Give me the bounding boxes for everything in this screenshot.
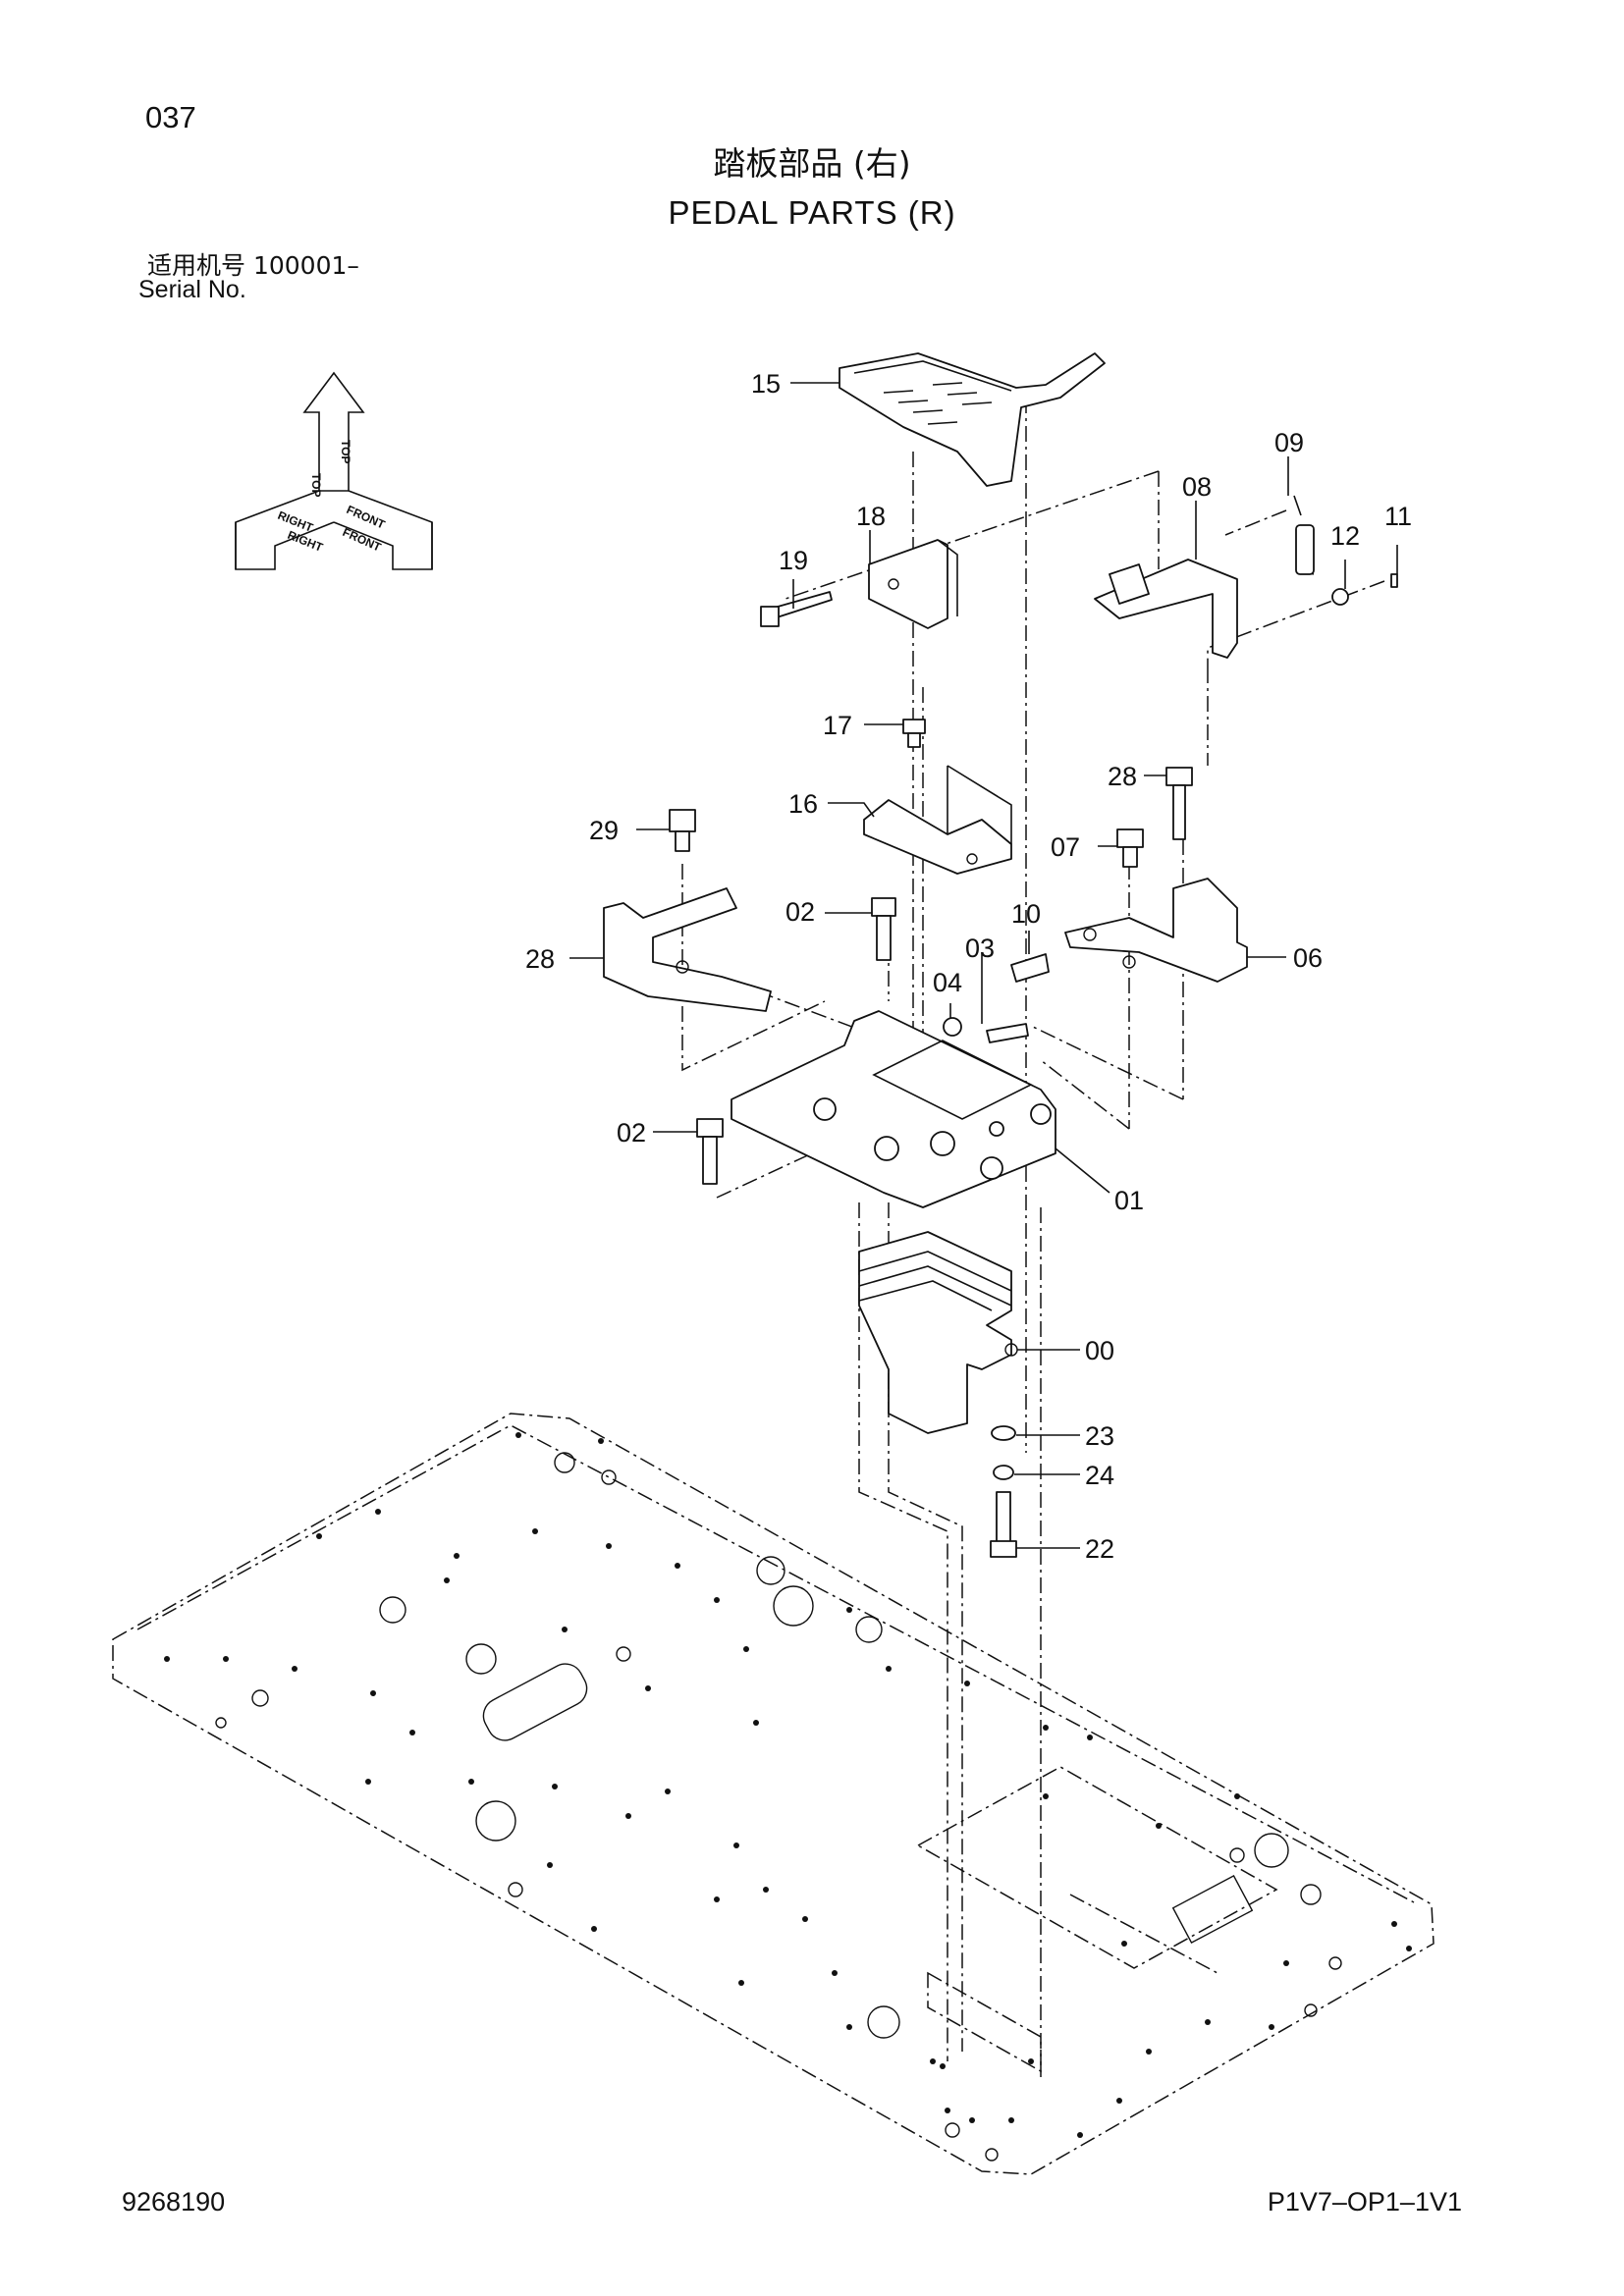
part-label: 17 [823,711,852,740]
sheet-code: P1V7–OP1–1V1 [1267,2187,1462,2216]
title-chinese: 踏板部品 (右) [713,144,911,183]
part-18-bracket [868,539,958,629]
part-label: 22 [1085,1534,1114,1564]
part-04-nut [943,1017,962,1037]
part-label: 12 [1330,521,1360,551]
floor-plate [112,1413,1435,2175]
part-02-bolt-upper [871,897,896,961]
part-07-bolt [1116,828,1144,868]
part-label: 02 [785,897,815,927]
part-23-washer [991,1425,1016,1441]
part-17-bolt [902,719,926,748]
part-12-washer [1331,588,1349,606]
part-09-spring [1293,495,1315,575]
part-label: 04 [933,968,962,997]
part-02-bolt-lower [696,1118,724,1185]
part-label: 10 [1011,899,1041,929]
part-11-pin [1390,573,1398,588]
assembly-lines [681,398,1385,2081]
part-label: 28 [1108,762,1137,791]
part-27-bolt [1165,767,1193,840]
part-label: 16 [788,789,818,819]
part-19-bolt [760,591,833,627]
part-label: 09 [1274,428,1304,457]
part-08-lever [1094,559,1238,659]
part-label: 15 [751,369,781,399]
part-label: 28 [525,944,555,974]
serial-number-english: Serial No. [138,276,246,303]
part-00-pedal-valve [858,1231,1018,1434]
part-01-base-plate [731,1010,1056,1208]
part-10-bushing [1010,953,1050,983]
part-15-pedal [839,352,1106,487]
leader-lines [569,382,1398,1549]
part-label: 02 [617,1118,646,1148]
part-03-bolt [986,1023,1029,1043]
part-label: 06 [1293,943,1323,973]
serial-number-chinese: 适用机号 100001– [147,251,359,280]
part-28-bracket [603,887,772,1012]
part-label: 01 [1114,1186,1144,1215]
part-label: 18 [856,502,886,531]
part-22-bolt [990,1491,1017,1558]
part-label: 29 [589,816,619,845]
part-label: 11 [1384,502,1412,531]
part-labels: 15 18 19 09 08 12 11 17 16 28 07 29 28 2… [525,369,1412,1564]
part-label: 08 [1182,472,1212,502]
part-label: 00 [1085,1336,1114,1365]
orientation-indicator: TOP TOP RIGHT RIGHT FRONT FRONT [235,371,433,570]
part-label: 07 [1051,832,1080,862]
part-06-bracket [1064,878,1248,983]
part-label: 03 [965,934,995,963]
drawing-number: 9268190 [122,2187,226,2216]
title-english: PEDAL PARTS (R) [668,194,956,231]
part-label: 23 [1085,1421,1114,1451]
part-24-washer [993,1465,1014,1480]
part-label: 19 [779,546,808,575]
part-label: 24 [1085,1461,1114,1490]
page-number: 037 [145,100,196,134]
orientation-top-label-2: TOP [309,473,323,497]
orientation-top-label: TOP [339,440,352,463]
part-16-bracket [863,765,1012,875]
part-29-bolt [669,809,696,852]
